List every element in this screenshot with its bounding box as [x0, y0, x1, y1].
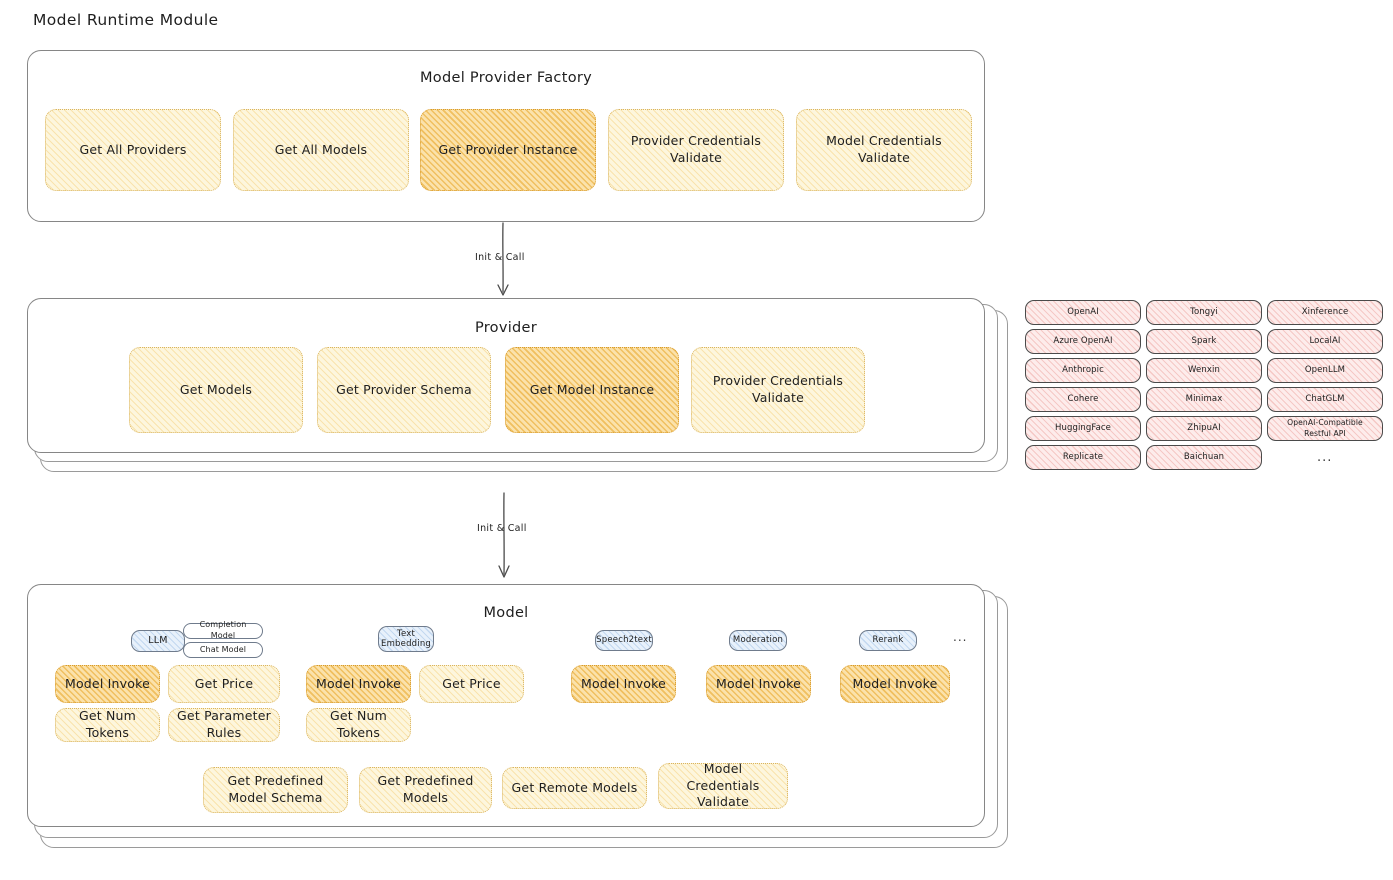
- provider-chip-huggingface[interactable]: HuggingFace: [1025, 416, 1141, 441]
- model-method-speech2text-model-invoke[interactable]: Model Invoke: [571, 665, 676, 703]
- provider-chip-replicate[interactable]: Replicate: [1025, 445, 1141, 470]
- model-type-badge-speech2text[interactable]: Speech2text: [595, 630, 653, 651]
- provider-item-get-models[interactable]: Get Models: [129, 347, 303, 433]
- provider-item-provider-credentials-validate[interactable]: Provider Credentials Validate: [691, 347, 865, 433]
- provider-title: Provider: [474, 320, 538, 336]
- model-types-more: ...: [953, 630, 968, 644]
- model-method-rerank-model-invoke[interactable]: Model Invoke: [840, 665, 950, 703]
- model-title: Model: [483, 605, 529, 621]
- model-common-method-get-predefined-models[interactable]: Get Predefined Models: [359, 767, 492, 813]
- model-card: Model LLM Completion Model Chat Model Mo…: [27, 584, 985, 827]
- model-type-badge-rerank[interactable]: Rerank: [859, 630, 917, 651]
- provider-item-get-model-instance[interactable]: Get Model Instance: [505, 347, 679, 433]
- model-sub-badge-completion-model[interactable]: Completion Model: [183, 620, 263, 640]
- provider-chip-baichuan[interactable]: Baichuan: [1146, 445, 1262, 470]
- provider-card: Provider Get Models Get Provider Schema …: [27, 298, 985, 453]
- factory-item-get-provider-instance[interactable]: Get Provider Instance: [420, 109, 596, 191]
- arrow-label-init-and-call-2: Init & Call: [477, 523, 527, 534]
- provider-chip-tongyi[interactable]: Tongyi: [1146, 300, 1262, 325]
- provider-chip-anthropic[interactable]: Anthropic: [1025, 358, 1141, 383]
- provider-chip-cohere[interactable]: Cohere: [1025, 387, 1141, 412]
- model-method-llm-get-price[interactable]: Get Price: [168, 665, 280, 703]
- model-method-llm-get-num-tokens[interactable]: Get Num Tokens: [55, 708, 160, 742]
- provider-chip-wenxin[interactable]: Wenxin: [1146, 358, 1262, 383]
- provider-chip-minimax[interactable]: Minimax: [1146, 387, 1262, 412]
- model-provider-factory-title: Model Provider Factory: [419, 70, 593, 86]
- model-common-method-get-predefined-model-schema[interactable]: Get Predefined Model Schema: [203, 767, 348, 813]
- provider-chip-zhipuai[interactable]: ZhipuAI: [1146, 416, 1262, 441]
- provider-item-get-provider-schema[interactable]: Get Provider Schema: [317, 347, 491, 433]
- factory-item-model-credentials-validate[interactable]: Model Credentials Validate: [796, 109, 972, 191]
- model-provider-factory-card: Model Provider Factory Get All Providers…: [27, 50, 985, 222]
- factory-item-get-all-models[interactable]: Get All Models: [233, 109, 409, 191]
- arrow-factory-to-provider: [497, 222, 509, 296]
- provider-chip-localai[interactable]: LocalAI: [1267, 329, 1383, 354]
- provider-chip-openai-compatible-restful-api[interactable]: OpenAI-Compatible Restful API: [1267, 416, 1383, 441]
- model-method-text-embedding-model-invoke[interactable]: Model Invoke: [306, 665, 411, 703]
- provider-chip-openllm[interactable]: OpenLLM: [1267, 358, 1383, 383]
- arrow-label-init-and-call-1: Init & Call: [475, 252, 525, 263]
- model-method-text-embedding-get-num-tokens[interactable]: Get Num Tokens: [306, 708, 411, 742]
- provider-chip-chatglm[interactable]: ChatGLM: [1267, 387, 1383, 412]
- arrow-provider-to-model: [498, 492, 510, 578]
- provider-list-more: ...: [1317, 450, 1333, 465]
- factory-item-get-all-providers[interactable]: Get All Providers: [45, 109, 221, 191]
- model-type-badge-moderation[interactable]: Moderation: [729, 630, 787, 651]
- provider-chip-spark[interactable]: Spark: [1146, 329, 1262, 354]
- provider-chip-xinference[interactable]: Xinference: [1267, 300, 1383, 325]
- model-common-method-get-remote-models[interactable]: Get Remote Models: [502, 767, 647, 809]
- factory-item-provider-credentials-validate[interactable]: Provider Credentials Validate: [608, 109, 784, 191]
- model-method-text-embedding-get-price[interactable]: Get Price: [419, 665, 524, 703]
- model-sub-badge-chat-model[interactable]: Chat Model: [183, 642, 263, 658]
- model-common-method-model-credentials-validate[interactable]: Model Credentials Validate: [658, 761, 788, 809]
- model-method-llm-model-invoke[interactable]: Model Invoke: [55, 665, 160, 703]
- page-title: Model Runtime Module: [33, 11, 219, 29]
- model-method-llm-get-parameter-rules[interactable]: Get Parameter Rules: [168, 708, 280, 742]
- provider-chip-openai[interactable]: OpenAI: [1025, 300, 1141, 325]
- model-type-badge-text-embedding[interactable]: Text Embedding: [378, 626, 434, 652]
- model-method-moderation-model-invoke[interactable]: Model Invoke: [706, 665, 811, 703]
- provider-chip-azure-openai[interactable]: Azure OpenAI: [1025, 329, 1141, 354]
- model-type-badge-llm[interactable]: LLM: [131, 630, 185, 652]
